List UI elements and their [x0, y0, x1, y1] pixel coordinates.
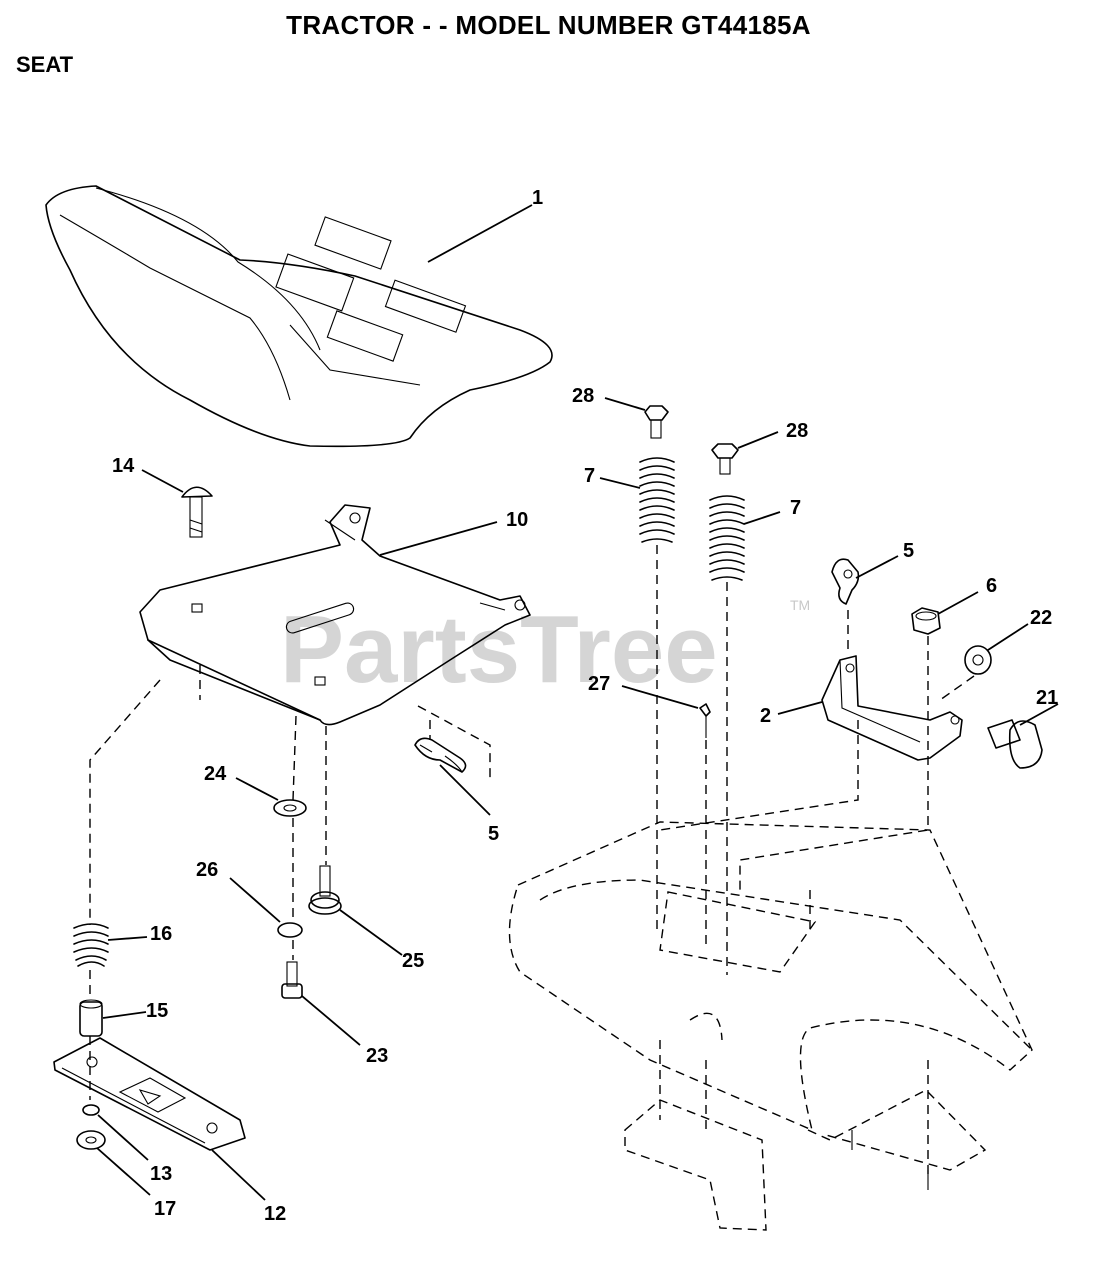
callout-24: 24: [204, 763, 227, 785]
bolt-part-25[interactable]: [308, 865, 403, 956]
bracket-part-12[interactable]: [53, 1037, 266, 1201]
callout-27: 27: [588, 673, 610, 695]
trademark-symbol: TM: [790, 597, 810, 613]
seat-part[interactable]: [45, 185, 553, 448]
callout-16: 16: [150, 923, 172, 945]
washer-part-17[interactable]: [76, 1130, 151, 1196]
callout-10: 10: [506, 509, 528, 531]
callout-12: 12: [264, 1203, 286, 1225]
bolt-part-21[interactable]: [987, 703, 1059, 769]
tractor-frame-reference: [89, 545, 1033, 1231]
callout-21: 21: [1036, 687, 1058, 709]
callout-6: 6: [986, 575, 997, 597]
pin-part-27[interactable]: [621, 685, 711, 738]
spacer-part-15[interactable]: [79, 999, 147, 1037]
nut-part-22[interactable]: [964, 623, 1029, 675]
callout-25: 25: [402, 950, 424, 972]
callout-17: 17: [154, 1198, 176, 1220]
nut-part-13[interactable]: [82, 1104, 149, 1161]
callout-5-b: 5: [488, 823, 499, 845]
seat-pan-part[interactable]: [139, 504, 531, 726]
callout-14: 14: [112, 455, 135, 477]
callout-7-b: 7: [790, 497, 801, 519]
callout-28-b: 28: [786, 420, 808, 442]
washer-part-26[interactable]: [229, 877, 303, 938]
callout-7-a: 7: [584, 465, 595, 487]
callout-22: 22: [1030, 607, 1052, 629]
callout-1: 1: [532, 187, 543, 209]
spring-part-7-right[interactable]: [709, 495, 781, 581]
partstree-watermark: PartsTree: [280, 596, 718, 703]
callout-2: 2: [760, 705, 771, 727]
knob-part-28-right[interactable]: [711, 431, 779, 475]
clip-part-5-left[interactable]: [414, 737, 491, 816]
spring-part-16[interactable]: [73, 923, 148, 967]
knob-part-28-left[interactable]: [604, 397, 669, 439]
clip-part-5-right[interactable]: [831, 555, 899, 605]
diagram-title: TRACTOR - - MODEL NUMBER GT44185A: [286, 10, 811, 40]
callout-28-a: 28: [572, 385, 594, 407]
bracket-part-2[interactable]: [777, 655, 963, 761]
washer-part-24[interactable]: [235, 777, 307, 817]
nut-part-6[interactable]: [911, 591, 979, 635]
spring-part-7-left[interactable]: [599, 457, 675, 543]
callout-23: 23: [366, 1045, 388, 1067]
callout-15: 15: [146, 1000, 168, 1022]
callout-13: 13: [150, 1163, 172, 1185]
section-label: SEAT: [16, 52, 74, 77]
carriage-bolt-part-14[interactable]: [141, 469, 213, 538]
bolt-part-23[interactable]: [281, 961, 361, 1046]
callout-26: 26: [196, 859, 218, 881]
callout-5-a: 5: [903, 540, 914, 562]
